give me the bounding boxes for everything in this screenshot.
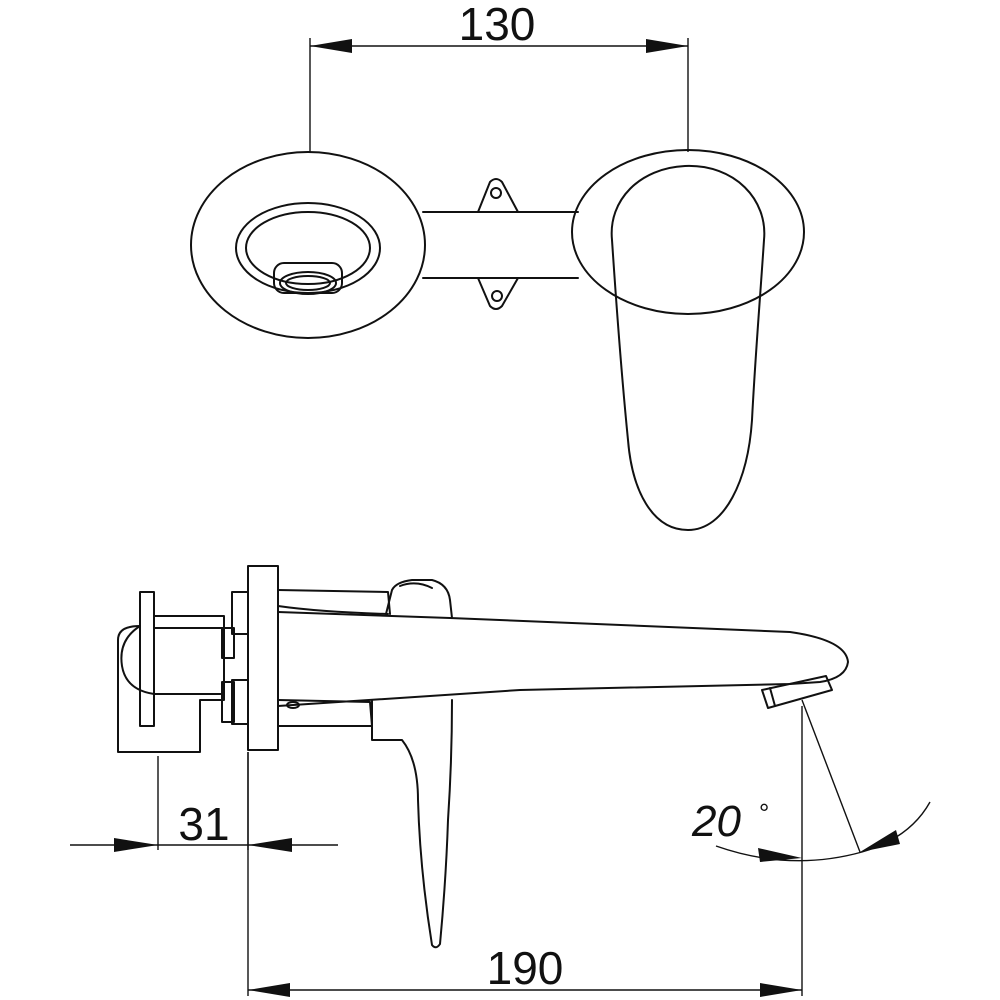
top-view	[190, 149, 805, 531]
wall-body	[117, 615, 225, 753]
dimension-190-label: 190	[487, 942, 564, 994]
dimension-190: 190	[247, 706, 803, 997]
spout-lower-body	[277, 699, 373, 727]
lever-escutcheon	[571, 149, 805, 315]
dimension-angle-unit: °	[758, 798, 768, 828]
connector-bar	[422, 211, 579, 279]
spout-outlet-ring-inner	[245, 211, 371, 285]
spout-upper-body	[277, 589, 391, 615]
lever-cap	[385, 579, 453, 619]
mounting-hole-top	[490, 187, 502, 199]
lever-handle-side	[371, 699, 453, 949]
spout-outlet-ring-outer	[235, 202, 381, 294]
spout-nozzle-face-outer	[279, 271, 337, 295]
lever-handle-top	[610, 164, 766, 531]
mounting-lug-bottom	[477, 277, 519, 310]
connector-lower	[221, 681, 235, 723]
spout-escutcheon	[190, 151, 426, 339]
dimension-angle-label: 20	[691, 797, 741, 846]
spout-nozzle-face-inner	[285, 275, 331, 291]
dimension-130-label: 130	[459, 0, 536, 50]
wall-flange	[247, 565, 279, 751]
mounting-lug-top	[477, 178, 519, 213]
wall-body-plate	[139, 591, 155, 727]
mounting-hole-bottom	[491, 290, 503, 302]
wall-body-cylinder	[120, 625, 225, 695]
side-view	[117, 565, 849, 949]
dimension-31-label: 31	[178, 798, 229, 850]
spout	[277, 611, 849, 707]
lever-cap-detail	[399, 582, 433, 589]
dimension-31: 31	[70, 752, 338, 852]
spout-aerator-edge	[769, 687, 776, 707]
connector-upper	[221, 627, 235, 659]
spout-aerator	[761, 675, 833, 709]
spout-lower-pin	[286, 701, 300, 709]
dimension-angle: 20 °	[691, 699, 931, 862]
dimension-130: 130	[309, 0, 689, 152]
